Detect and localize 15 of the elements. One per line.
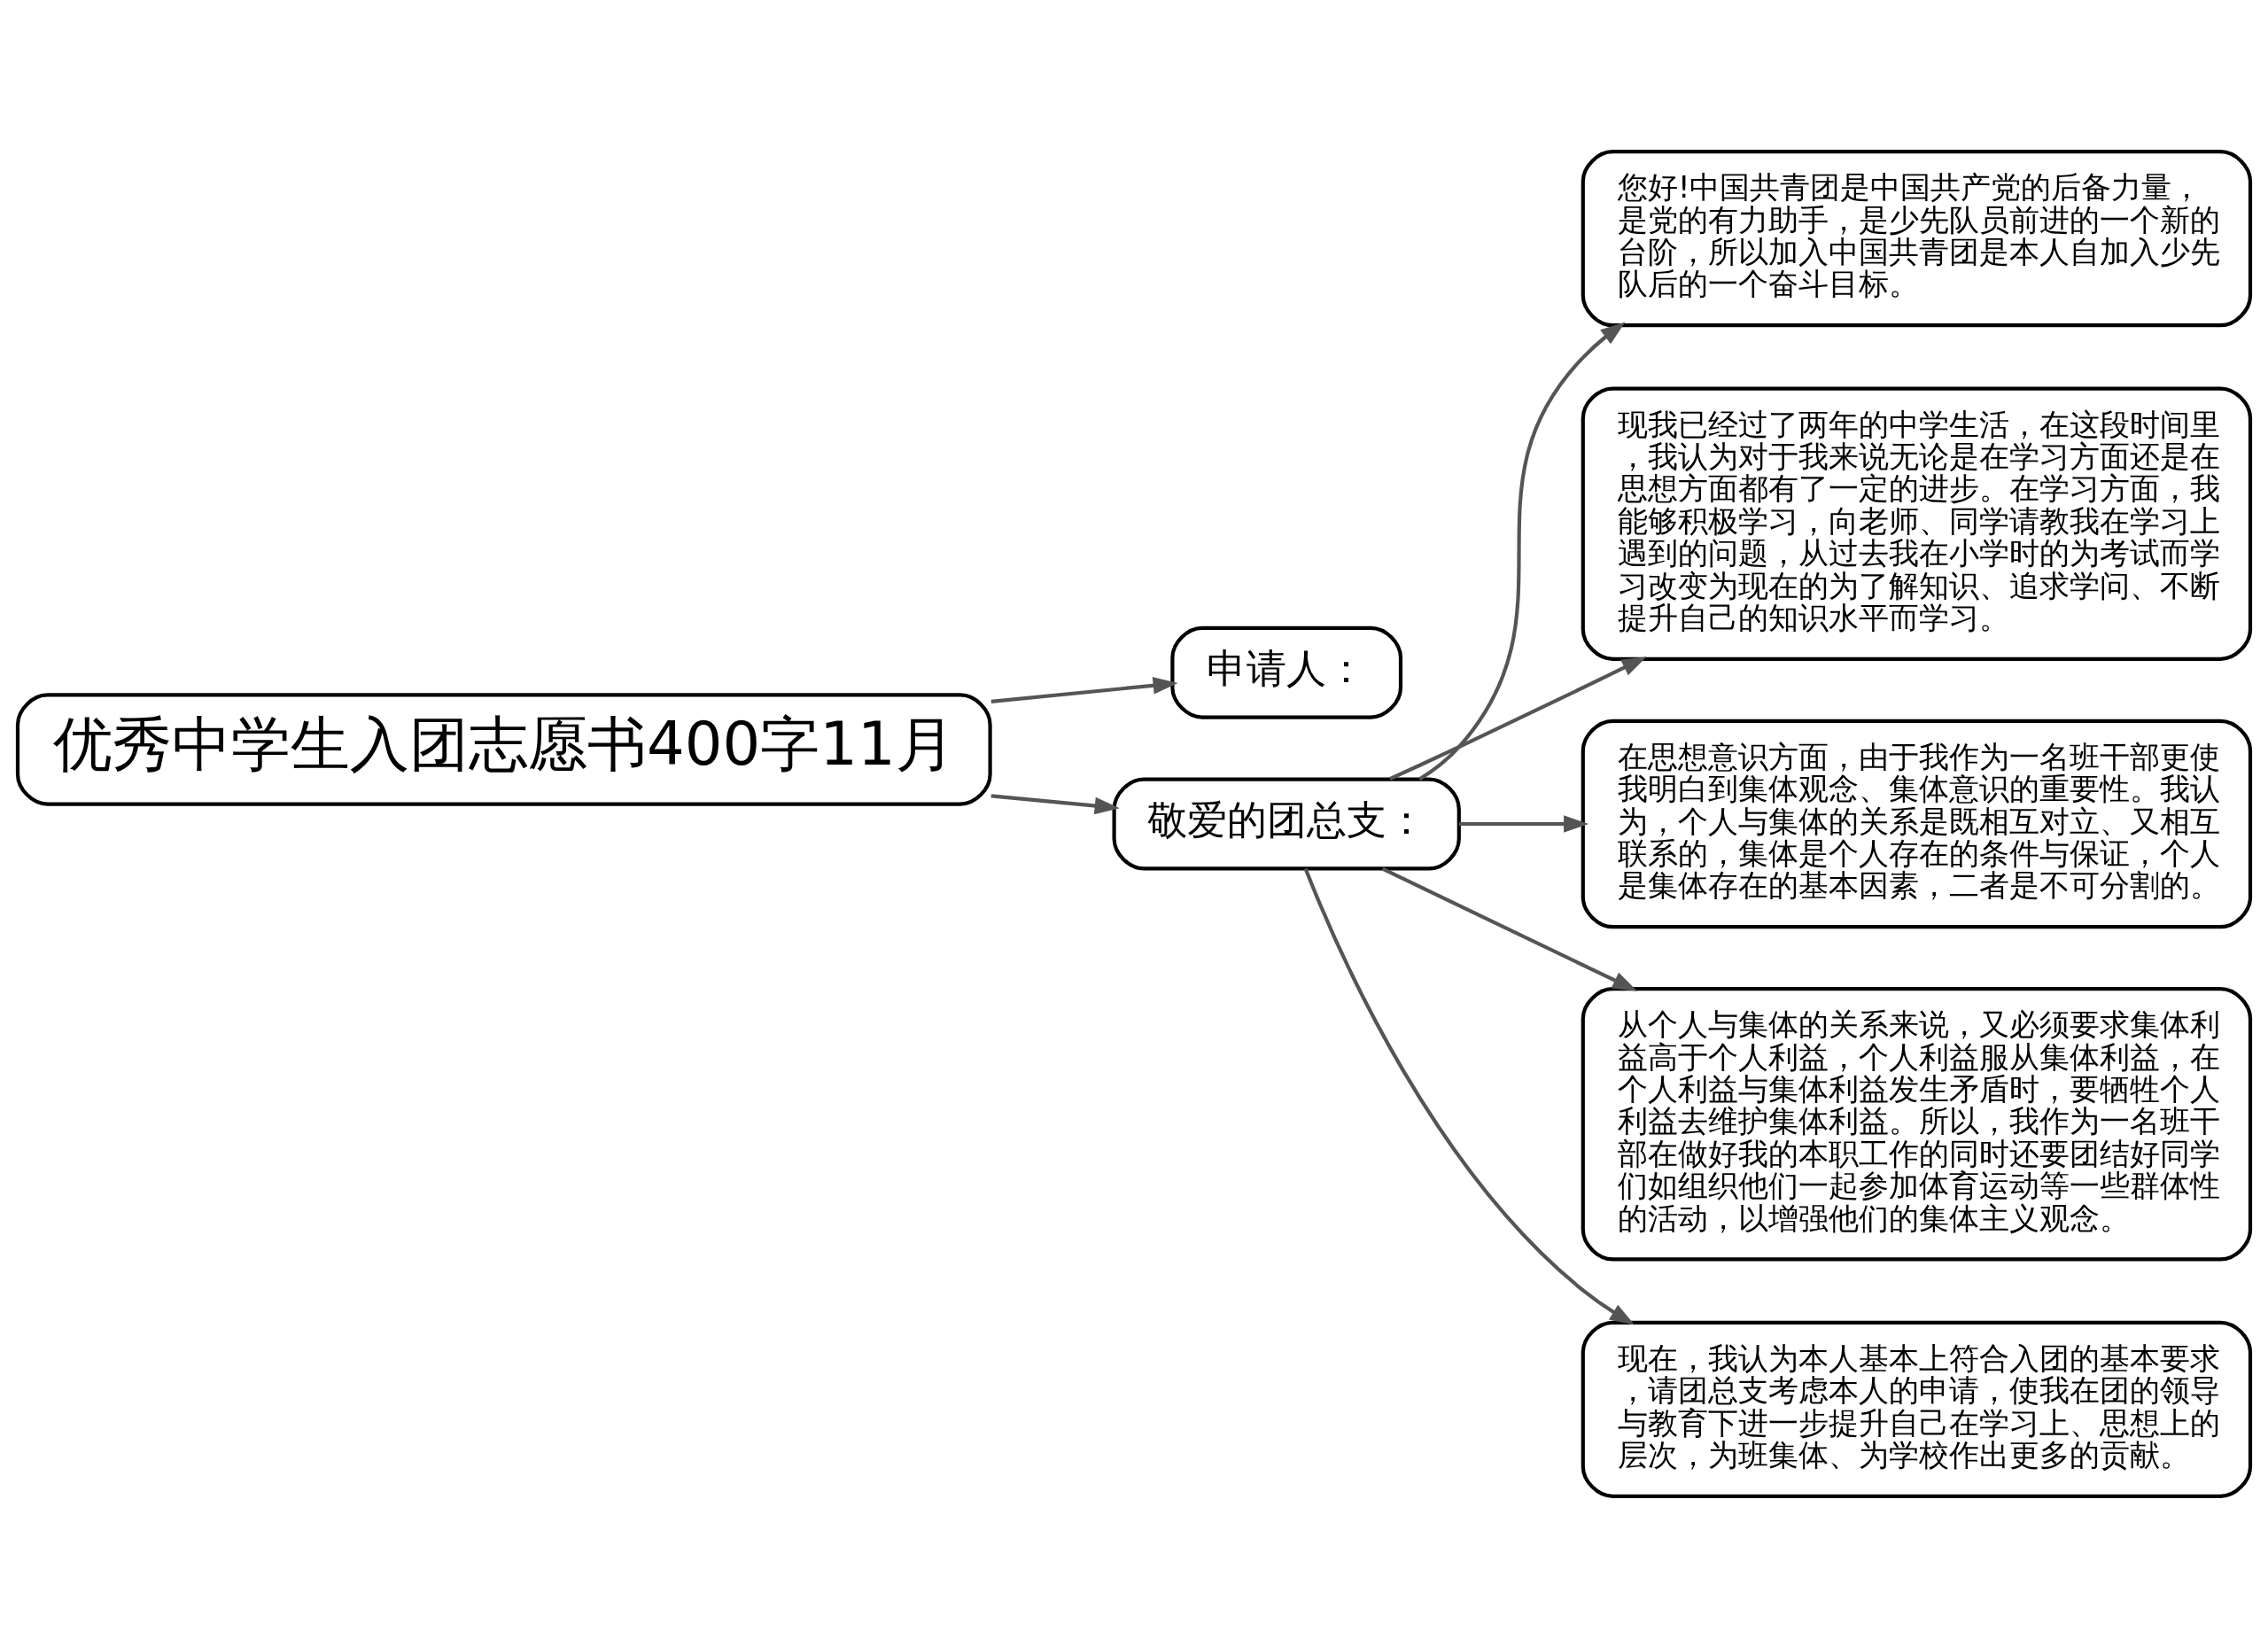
arrow	[1381, 866, 1638, 991]
arrow	[990, 793, 1120, 814]
node-box: 在思想意识方面，由于我作为一名班干部更使我明白到集体观念、集体意识的重要性。我认为，个人与集体的关系是既相互对立、又相互联系的，集体是个人存在的条件与保证，个人是集体存在的基本因素，二者是不可分割的。	[1581, 719, 2253, 928]
node-box: 现在，我认为本人基本上符合入团的基本要求，请团总支考虑本人的申请，使我在团的领导与教育下进一步提升自己在学习上、思想上的层次，为班集体、为学校作出更多的贡献。	[1581, 1320, 2253, 1498]
node-box: 敬爱的团总支：	[1112, 777, 1461, 870]
node-box: 现我已经过了两年的中学生活，在这段时间里，我认为对于我来说无论是在学习方面还是在思想方面都有了一定的进步。在学习方面，我能够积极学习，向老师、同学请教我在学习上遇到的问题，从过去我在小学时的为考试而学习改变为现在的为了解知识、追求学问、不断提升自己的知识水平而学习。	[1581, 386, 2253, 661]
arrow	[1418, 321, 1626, 781]
arrow	[1303, 867, 1635, 1325]
arrow	[990, 676, 1178, 703]
arrow	[1458, 814, 1589, 833]
node-box: 您好!中国共青团是中国共产党的后备力量，是党的有力助手，是少先队员前进的一个新的台阶，所以加入中国共青团是本人自加入少先队后的一个奋斗目标。	[1581, 149, 2253, 327]
arrow	[1389, 656, 1647, 781]
node-box: 申请人：	[1170, 625, 1403, 719]
node-box: 优秀中学生入团志愿书400字11月	[15, 692, 992, 806]
node-box: 从个人与集体的关系来说，又必须要求集体利益高于个人利益，个人利益服从集体利益，在个人利益与集体利益发生矛盾时，要牺牲个人利益去维护集体利益。所以，我作为一名班干部在做好我的本职工作的同时还要团结好同学们如组织他们一起参加体育运动等一些群体性的活动，以增强他们的集体主义观念。	[1581, 986, 2253, 1261]
